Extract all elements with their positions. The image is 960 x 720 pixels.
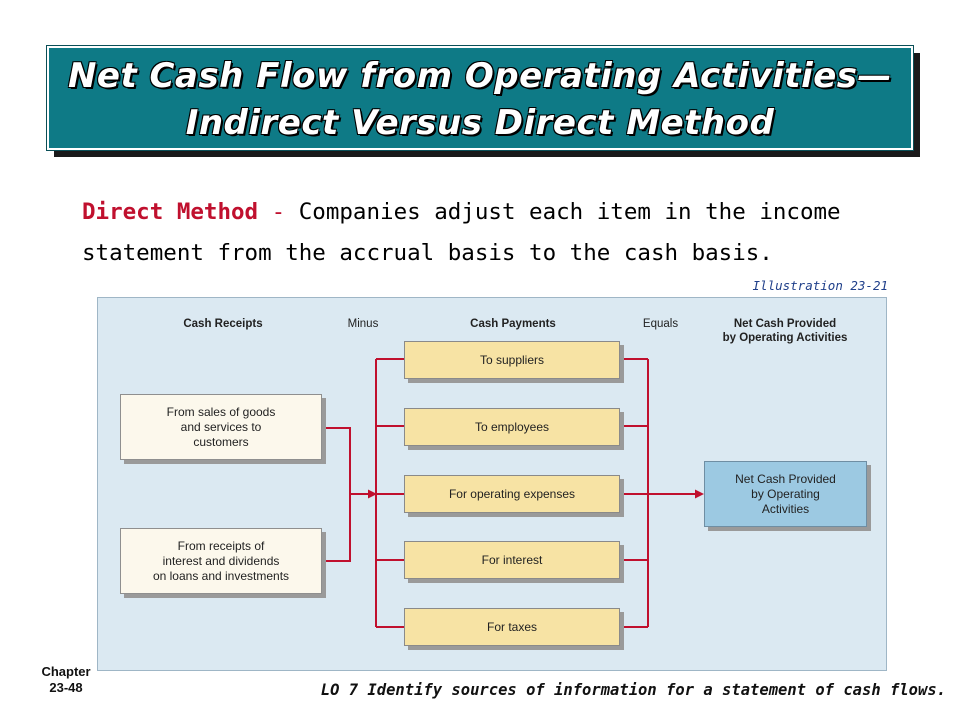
payment-box-suppliers: To suppliers	[404, 341, 620, 379]
slide-title-line-2: Indirect Versus Direct Method	[185, 103, 775, 143]
definition-term: Direct Method	[82, 199, 259, 225]
payment-box-taxes: For taxes	[404, 608, 620, 646]
chapter-line-1: Chapter	[41, 664, 91, 679]
receipt-sales-line-2: and services to	[180, 419, 262, 434]
illustration-label: Illustration 23-21	[752, 278, 888, 293]
header-equals: Equals	[642, 318, 679, 330]
header-cash-receipts: Cash Receipts	[183, 318, 263, 330]
receipt-interest-line-1: From receipts of	[177, 538, 265, 553]
receipt-box-sales: From sales of goods and services to cust…	[120, 394, 322, 460]
payment-operating-label: For operating expenses	[448, 486, 576, 501]
direct-method-definition: Direct Method - Companies adjust each it…	[82, 192, 922, 274]
chapter-label: Chapter 23-48	[30, 664, 102, 696]
payment-box-interest: For interest	[404, 541, 620, 579]
result-line-2: by Operating	[751, 486, 820, 501]
result-box-net-cash: Net Cash Provided by Operating Activitie…	[704, 461, 867, 527]
arrowhead-payments	[368, 489, 377, 499]
definition-line-1: Direct Method - Companies adjust each it…	[82, 192, 922, 233]
header-cash-payments: Cash Payments	[470, 318, 556, 330]
payment-taxes-label: For taxes	[486, 619, 537, 634]
result-line-1: Net Cash Provided	[735, 471, 836, 486]
receipt-interest-line-3: on loans and investments	[152, 568, 290, 583]
definition-text-1: Companies adjust each item in the income	[298, 199, 841, 225]
payment-box-operating-expenses: For operating expenses	[404, 475, 620, 513]
learning-objective: LO 7 Identify sources of information for…	[320, 681, 946, 699]
connector-receipt-2	[322, 494, 351, 562]
receipt-box-interest-dividends: From receipts of interest and dividends …	[120, 528, 322, 594]
definition-line-2: statement from the accrual basis to the …	[82, 240, 773, 266]
result-line-3: Activities	[761, 501, 810, 516]
payment-interest-label: For interest	[481, 552, 543, 567]
payment-employees-label: To employees	[474, 419, 550, 434]
payment-suppliers-label: To suppliers	[479, 352, 545, 367]
header-net-cash-line-2: by Operating Activities	[722, 332, 848, 344]
header-minus: Minus	[347, 318, 379, 330]
definition-dash: -	[258, 199, 299, 225]
connector-lines	[322, 358, 704, 628]
slide-title-line-1: Net Cash Flow from Operating Activities—	[67, 56, 893, 96]
title-bar: Net Cash Flow from Operating Activities—…	[46, 45, 914, 151]
receipt-sales-line-1: From sales of goods	[166, 404, 276, 419]
receipt-sales-line-3: customers	[193, 434, 249, 449]
header-net-cash-line-1: Net Cash Provided	[733, 318, 837, 330]
receipt-interest-line-2: interest and dividends	[162, 553, 280, 568]
payment-box-employees: To employees	[404, 408, 620, 446]
cash-flow-diagram: Cash Receipts Minus Cash Payments Equals…	[97, 297, 887, 671]
chapter-line-2: 23-48	[49, 680, 83, 695]
header-net-cash: Net Cash Provided by Operating Activitie…	[710, 317, 860, 345]
connector-receipt-1	[322, 427, 351, 494]
arrowhead-result	[695, 489, 704, 499]
